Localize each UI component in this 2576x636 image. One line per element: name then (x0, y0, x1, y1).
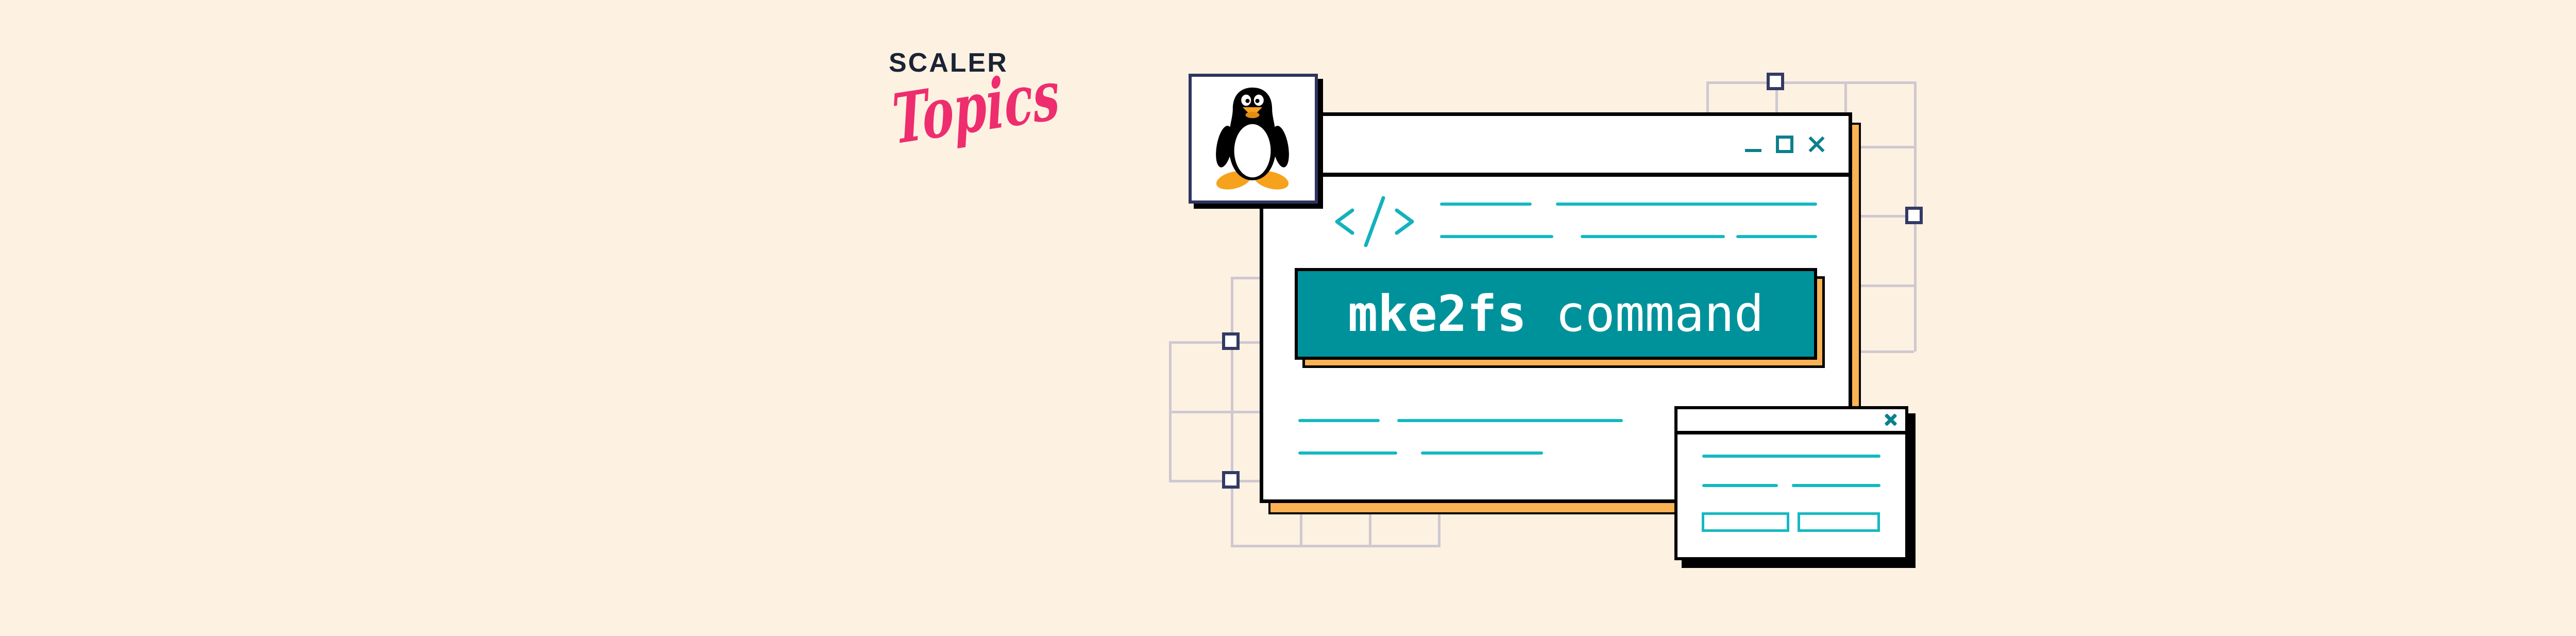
skeleton-line (1298, 451, 1397, 455)
grid-line (1861, 215, 1914, 217)
grid-line (1706, 81, 1709, 114)
resize-handle (1222, 471, 1240, 489)
banner-keyword: mke2fs (1348, 285, 1527, 343)
skeleton-line (1736, 235, 1817, 238)
grid-line (1300, 513, 1302, 545)
resize-handle (1767, 73, 1784, 90)
skeleton-line (1421, 451, 1543, 455)
tux-box (1189, 74, 1318, 204)
grid-line (1369, 513, 1371, 545)
main-window-titlebar (1263, 116, 1849, 177)
popup-close-icon[interactable] (1884, 413, 1897, 426)
grid-line (1861, 146, 1914, 148)
popup-titlebar (1677, 409, 1905, 434)
title-banner: mke2fs command (1295, 268, 1817, 360)
scaler-topics-logo: SCALER Topics (889, 47, 1080, 160)
grid-line (1438, 513, 1440, 545)
banner-suffix: command (1555, 285, 1764, 343)
skeleton-line (1581, 235, 1725, 238)
skeleton-line (1397, 419, 1623, 422)
grid-line (1169, 411, 1262, 413)
minimize-icon[interactable] (1745, 149, 1761, 152)
grid-line (1861, 350, 1914, 353)
grid-line (1706, 81, 1917, 84)
skeleton-line (1556, 203, 1817, 206)
resize-handle (1905, 207, 1923, 224)
skeleton-line (1440, 235, 1553, 238)
maximize-icon[interactable] (1776, 136, 1793, 153)
grid-line (1169, 341, 1172, 482)
skeleton-line (1440, 203, 1532, 206)
popup-window (1674, 406, 1908, 560)
code-icon (1335, 196, 1414, 247)
skeleton-line (1298, 419, 1380, 422)
resize-handle (1222, 332, 1240, 350)
close-icon[interactable] (1808, 136, 1825, 153)
grid-line (1844, 81, 1847, 114)
grid-line (1231, 545, 1440, 547)
grid-line (1169, 480, 1262, 482)
popup-button[interactable] (1798, 512, 1880, 532)
popup-button[interactable] (1702, 512, 1789, 532)
popup-skeleton-line (1702, 455, 1880, 458)
grid-line (1775, 81, 1778, 114)
grid-line (1169, 341, 1262, 344)
grid-line (1861, 284, 1914, 287)
linux-tux-icon (1216, 87, 1289, 190)
logo-brand-text: SCALER (889, 48, 1008, 78)
window-controls (1745, 132, 1825, 153)
popup-skeleton-line (1702, 484, 1778, 487)
grid-line (1231, 277, 1262, 279)
popup-skeleton-line (1792, 484, 1880, 487)
